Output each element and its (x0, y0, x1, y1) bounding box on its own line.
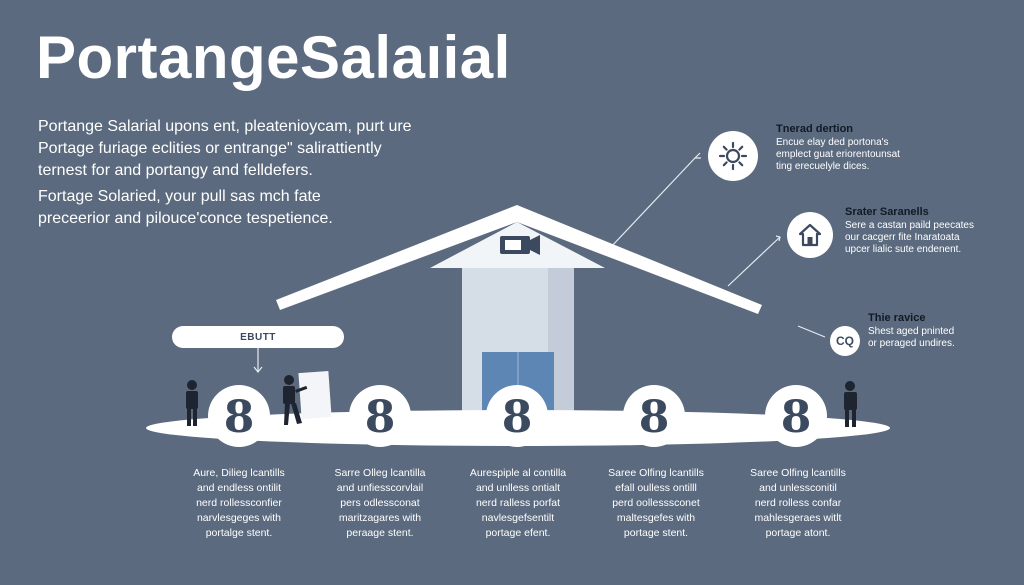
column-caption-5: Saree Olfing lcantills and unlessconitil… (738, 466, 858, 541)
caption-line: navlesgefsentilt (481, 512, 555, 524)
connector-arrow (775, 235, 781, 242)
camera-icon (500, 235, 540, 255)
intro-line: ternest for and portangy and felldefers. (38, 162, 313, 179)
step-node-1: 8 (208, 385, 270, 447)
caption-line: mahlesgeraes witlt (754, 512, 842, 524)
house-icon (787, 212, 833, 258)
caption-line: and unlless ontialt (475, 482, 561, 494)
person-with-board-icon (283, 371, 332, 425)
connector-line (727, 236, 781, 287)
step-node-glyph: 8 (781, 392, 812, 443)
step-node-glyph: 8 (365, 392, 396, 443)
callout-line: upcer lialic sute endenent. (845, 244, 962, 255)
callout-heading: Srater Saranells (845, 206, 929, 218)
caption-line: Saree Olfing lcantills (608, 467, 704, 479)
column-caption-4: Saree Olfing lcantills efall oulless ont… (596, 466, 716, 541)
caption-line: portalge stent. (205, 527, 273, 539)
caption-line: and unlessconitil (759, 482, 837, 494)
step-node-2: 8 (349, 385, 411, 447)
caption-line: Aure, Dilieg lcantills (193, 467, 285, 479)
person-icon (844, 381, 857, 427)
caption-line: portage stent. (623, 527, 689, 539)
callout-line: our cacgerr fite Inaratoata (845, 232, 960, 243)
step-node-glyph: 8 (639, 392, 670, 443)
callout-line: Sere a castan paild peecates (845, 220, 974, 231)
caption-line: maritzagares with (338, 512, 422, 524)
column-caption-2: Sarre Olleg lcantilla and unfiesscorvlai… (320, 466, 440, 541)
cq-badge: CQ (836, 334, 854, 348)
connector-arrow (693, 152, 701, 159)
callout-heading: Tnerad dertion (776, 123, 854, 135)
caption-line: narvlesgeges with (196, 512, 282, 524)
cq-icon: CQ (830, 326, 860, 356)
pill-label: EBUTT (240, 331, 276, 343)
step-node-5: 8 (765, 385, 827, 447)
step-node-glyph: 8 (224, 392, 255, 443)
column-caption-1: Aure, Dilieg lcantills and endless ontil… (179, 466, 299, 541)
step-node-glyph: 8 (502, 392, 533, 443)
caption-line: pers odlessconat (340, 497, 420, 509)
caption-line: efall oulless ontilll (615, 482, 697, 494)
intro-line: Portange Salarial upons ent, pleatenioyc… (38, 118, 412, 135)
callout-line: emplect guat eriorentounsat (776, 149, 900, 160)
step-node-3: 8 (486, 385, 548, 447)
person-icon (186, 380, 198, 426)
caption-line: maltesgefes with (616, 512, 696, 524)
caption-line: Sarre Olleg lcantilla (334, 467, 426, 479)
caption-line: portage efent. (485, 527, 551, 539)
caption-line: Aurespiple al contilla (469, 467, 567, 479)
caption-line: nerd ralless porfat (475, 497, 561, 509)
callout-line: Encue elay ded portona's (776, 137, 889, 148)
gear-sun-icon (708, 131, 758, 181)
caption-line: Saree Olfing lcantills (750, 467, 846, 479)
callout-line: or peraged undires. (868, 338, 955, 349)
caption-line: peraage stent. (346, 527, 414, 539)
callout-heading: Thie ravice (868, 312, 926, 324)
step-node-4: 8 (623, 385, 685, 447)
column-caption-3: Aurespiple al contilla and unlless ontia… (458, 466, 578, 541)
intro-paragraph-1: Portange Salarial upons ent, pleatenioyc… (38, 116, 458, 182)
caption-line: portage atont. (765, 527, 831, 539)
intro-line: preceerior and pilouce'conce tespetience… (38, 210, 333, 227)
caption-line: nerd rolless confar (754, 497, 842, 509)
label-pill[interactable]: EBUTT (172, 326, 344, 348)
intro-line: Fortage Solaried, your pull sas mch fate (38, 188, 321, 205)
caption-line: and unfiesscorvlail (336, 482, 424, 494)
caption-line: perd oollesssconet (612, 497, 700, 509)
caption-line: and endless ontilit (196, 482, 282, 494)
intro-line: Portage furiage eclities or entrange" sa… (38, 140, 382, 157)
connector-line (609, 157, 696, 249)
caption-line: nerd rollessconfier (196, 497, 282, 509)
connector-line (797, 325, 826, 338)
callout-line: Shest aged pninted (868, 326, 955, 337)
intro-paragraph-2: Fortage Solaried, your pull sas mch fate… (38, 186, 458, 230)
page-title: PortangeSalaıial (36, 24, 511, 91)
callout-line: ting erecuelyle dices. (776, 161, 870, 172)
